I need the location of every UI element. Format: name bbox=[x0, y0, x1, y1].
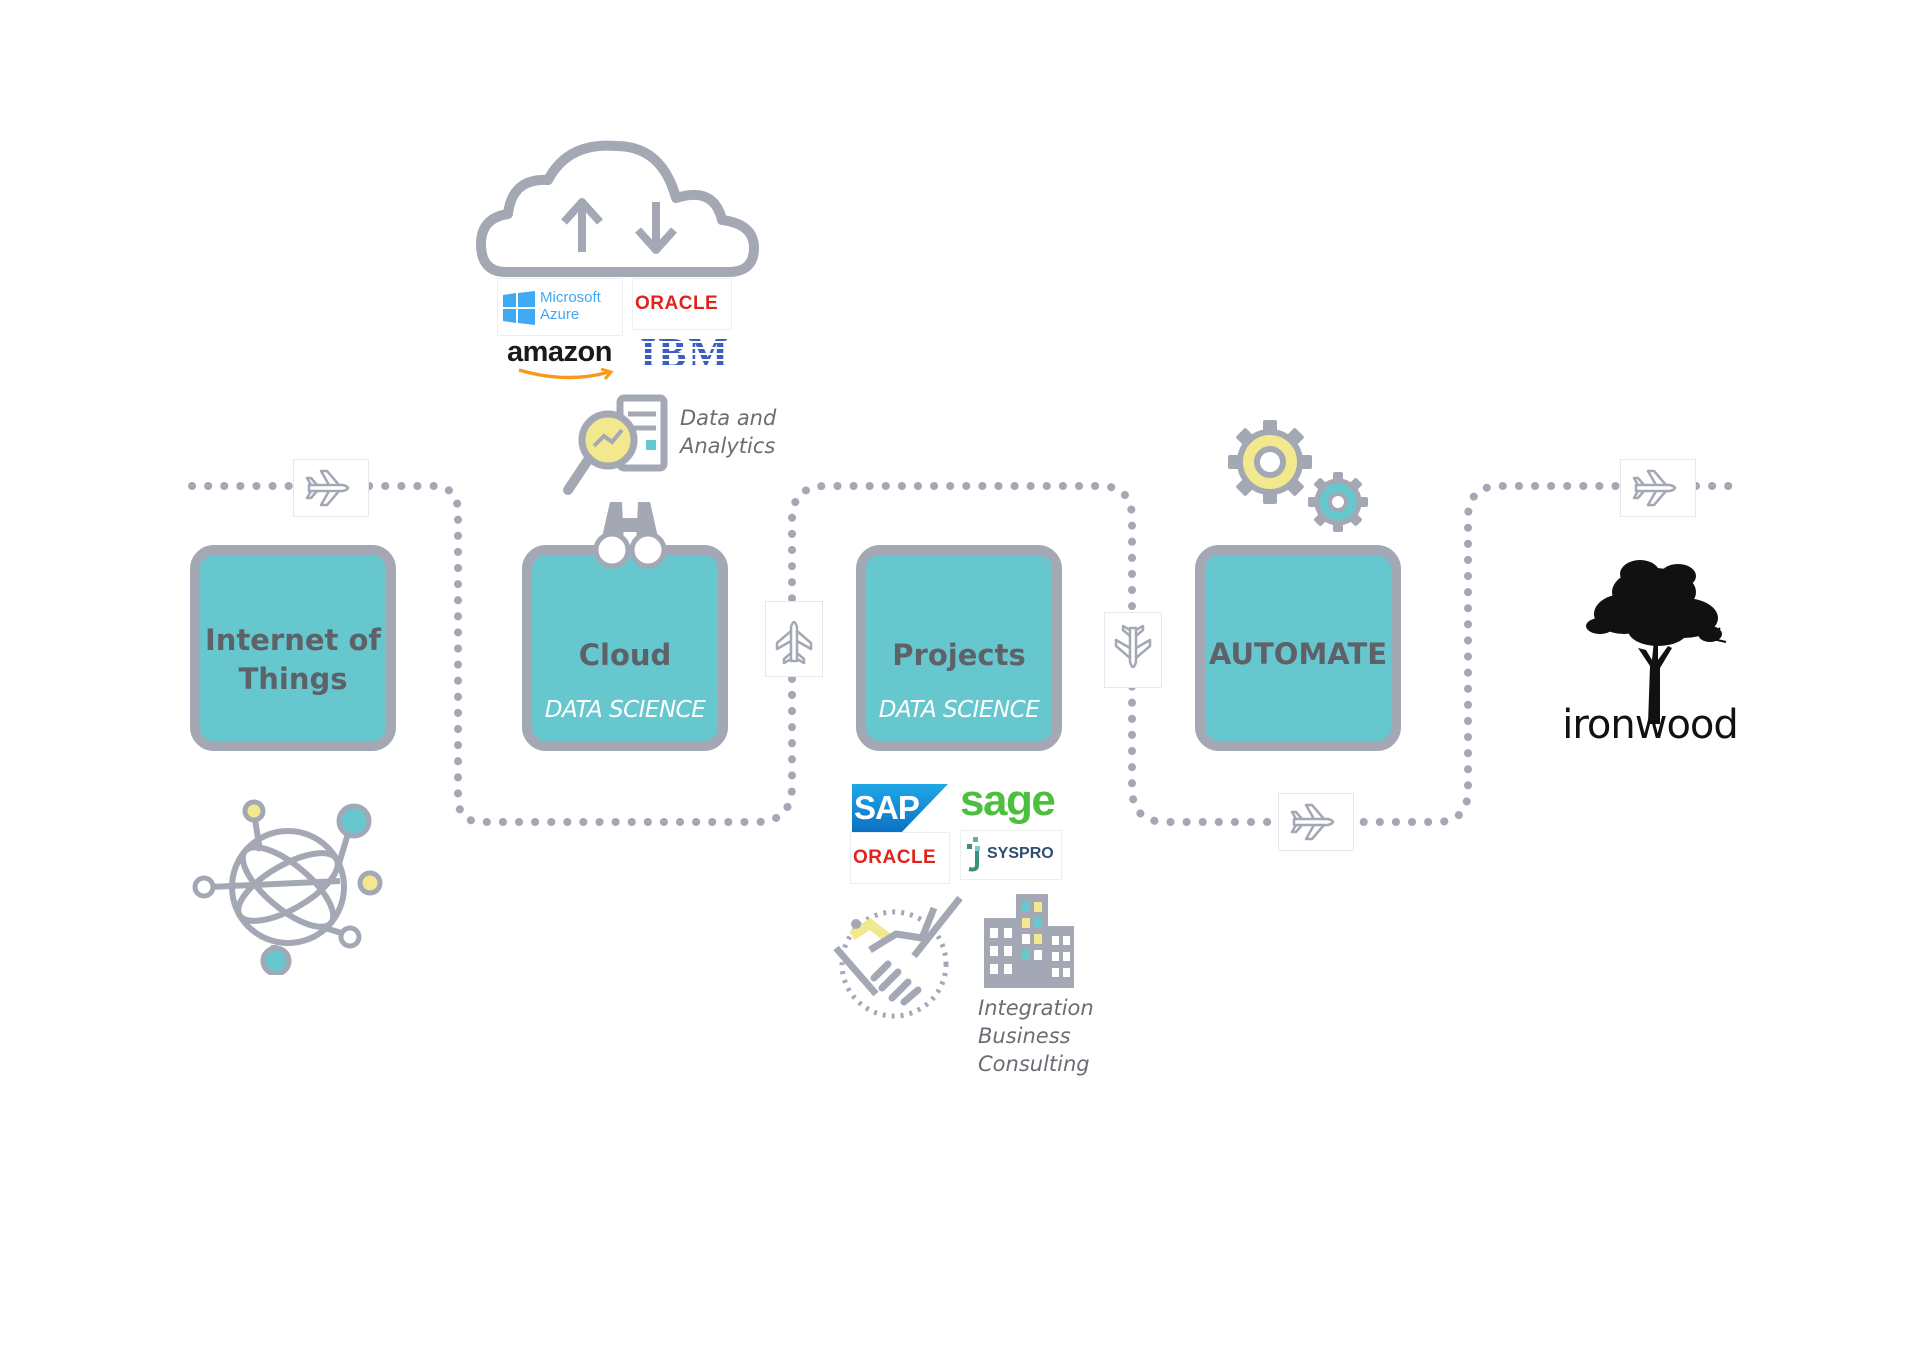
plane-marker-2 bbox=[1620, 459, 1696, 517]
stage-automate: AUTOMATE bbox=[1195, 545, 1401, 751]
stage-cloud-title: Cloud bbox=[578, 638, 672, 672]
airplane-icon bbox=[1114, 624, 1152, 669]
sage-logo-text: sage bbox=[960, 776, 1056, 825]
network-globe-icon bbox=[192, 799, 383, 975]
azure-logo-text: Microsoft Azure bbox=[540, 289, 601, 323]
sap-logo-text: SAP bbox=[854, 789, 920, 826]
stage-cloud-subtitle: DATA SCIENCE bbox=[544, 697, 706, 723]
sage-logo: sage bbox=[958, 776, 1068, 828]
stage-automate-title: AUTOMATE bbox=[1208, 637, 1388, 671]
cloud-upload-download-icon bbox=[476, 140, 759, 277]
airplane-icon bbox=[775, 620, 813, 665]
syspro-logo: SYSPRO bbox=[960, 830, 1062, 880]
stage-iot-title: Internet of Things bbox=[204, 623, 382, 696]
ironwood-logo-text: ironwood bbox=[1562, 702, 1739, 748]
airplane-icon bbox=[305, 469, 350, 507]
tree-icon bbox=[1586, 560, 1727, 724]
stage-iot: Internet of Things bbox=[190, 545, 396, 751]
stage-projects-subtitle: DATA SCIENCE bbox=[878, 697, 1040, 723]
analytics-magnifier-icon bbox=[563, 394, 668, 495]
ibm-stripes bbox=[640, 335, 740, 367]
data-analytics-label: Data and Analytics bbox=[680, 406, 777, 458]
amazon-logo-text: amazon bbox=[507, 336, 612, 368]
integration-label: Integration Business Consulting bbox=[978, 996, 1094, 1076]
buildings-icon bbox=[984, 894, 1074, 988]
gears-icon bbox=[1228, 420, 1368, 532]
stage-cloud: Cloud DATA SCIENCE bbox=[522, 545, 728, 751]
airplane-icon bbox=[1632, 469, 1677, 507]
ibm-logo: IBM bbox=[640, 330, 740, 377]
amazon-smile-icon bbox=[518, 368, 614, 380]
amazon-logo: amazon bbox=[505, 336, 625, 380]
oracle-logo-text: ORACLE bbox=[635, 293, 719, 314]
plane-marker-5 bbox=[1104, 612, 1162, 688]
oracle-logo-cloud: ORACLE bbox=[632, 278, 732, 330]
stage-projects-title: Projects bbox=[892, 638, 1026, 672]
sap-logo-shape bbox=[852, 784, 948, 834]
plane-marker-3 bbox=[1278, 793, 1354, 851]
plane-marker-1 bbox=[293, 459, 369, 517]
binoculars-icon bbox=[593, 502, 667, 569]
azure-logo: Microsoft Azure bbox=[497, 278, 623, 336]
sap-logo: SAP bbox=[852, 784, 948, 834]
oracle-logo-erp: ORACLE bbox=[850, 832, 950, 884]
handshake-icon bbox=[833, 895, 963, 1019]
syspro-logo-text: SYSPRO bbox=[987, 845, 1054, 862]
airplane-icon bbox=[1290, 803, 1335, 841]
windows-icon bbox=[503, 291, 535, 325]
oracle-logo-erp-text: ORACLE bbox=[853, 847, 937, 868]
stage-projects: Projects DATA SCIENCE bbox=[856, 545, 1062, 751]
syspro-mark-icon bbox=[967, 837, 980, 872]
plane-marker-4 bbox=[765, 601, 823, 677]
